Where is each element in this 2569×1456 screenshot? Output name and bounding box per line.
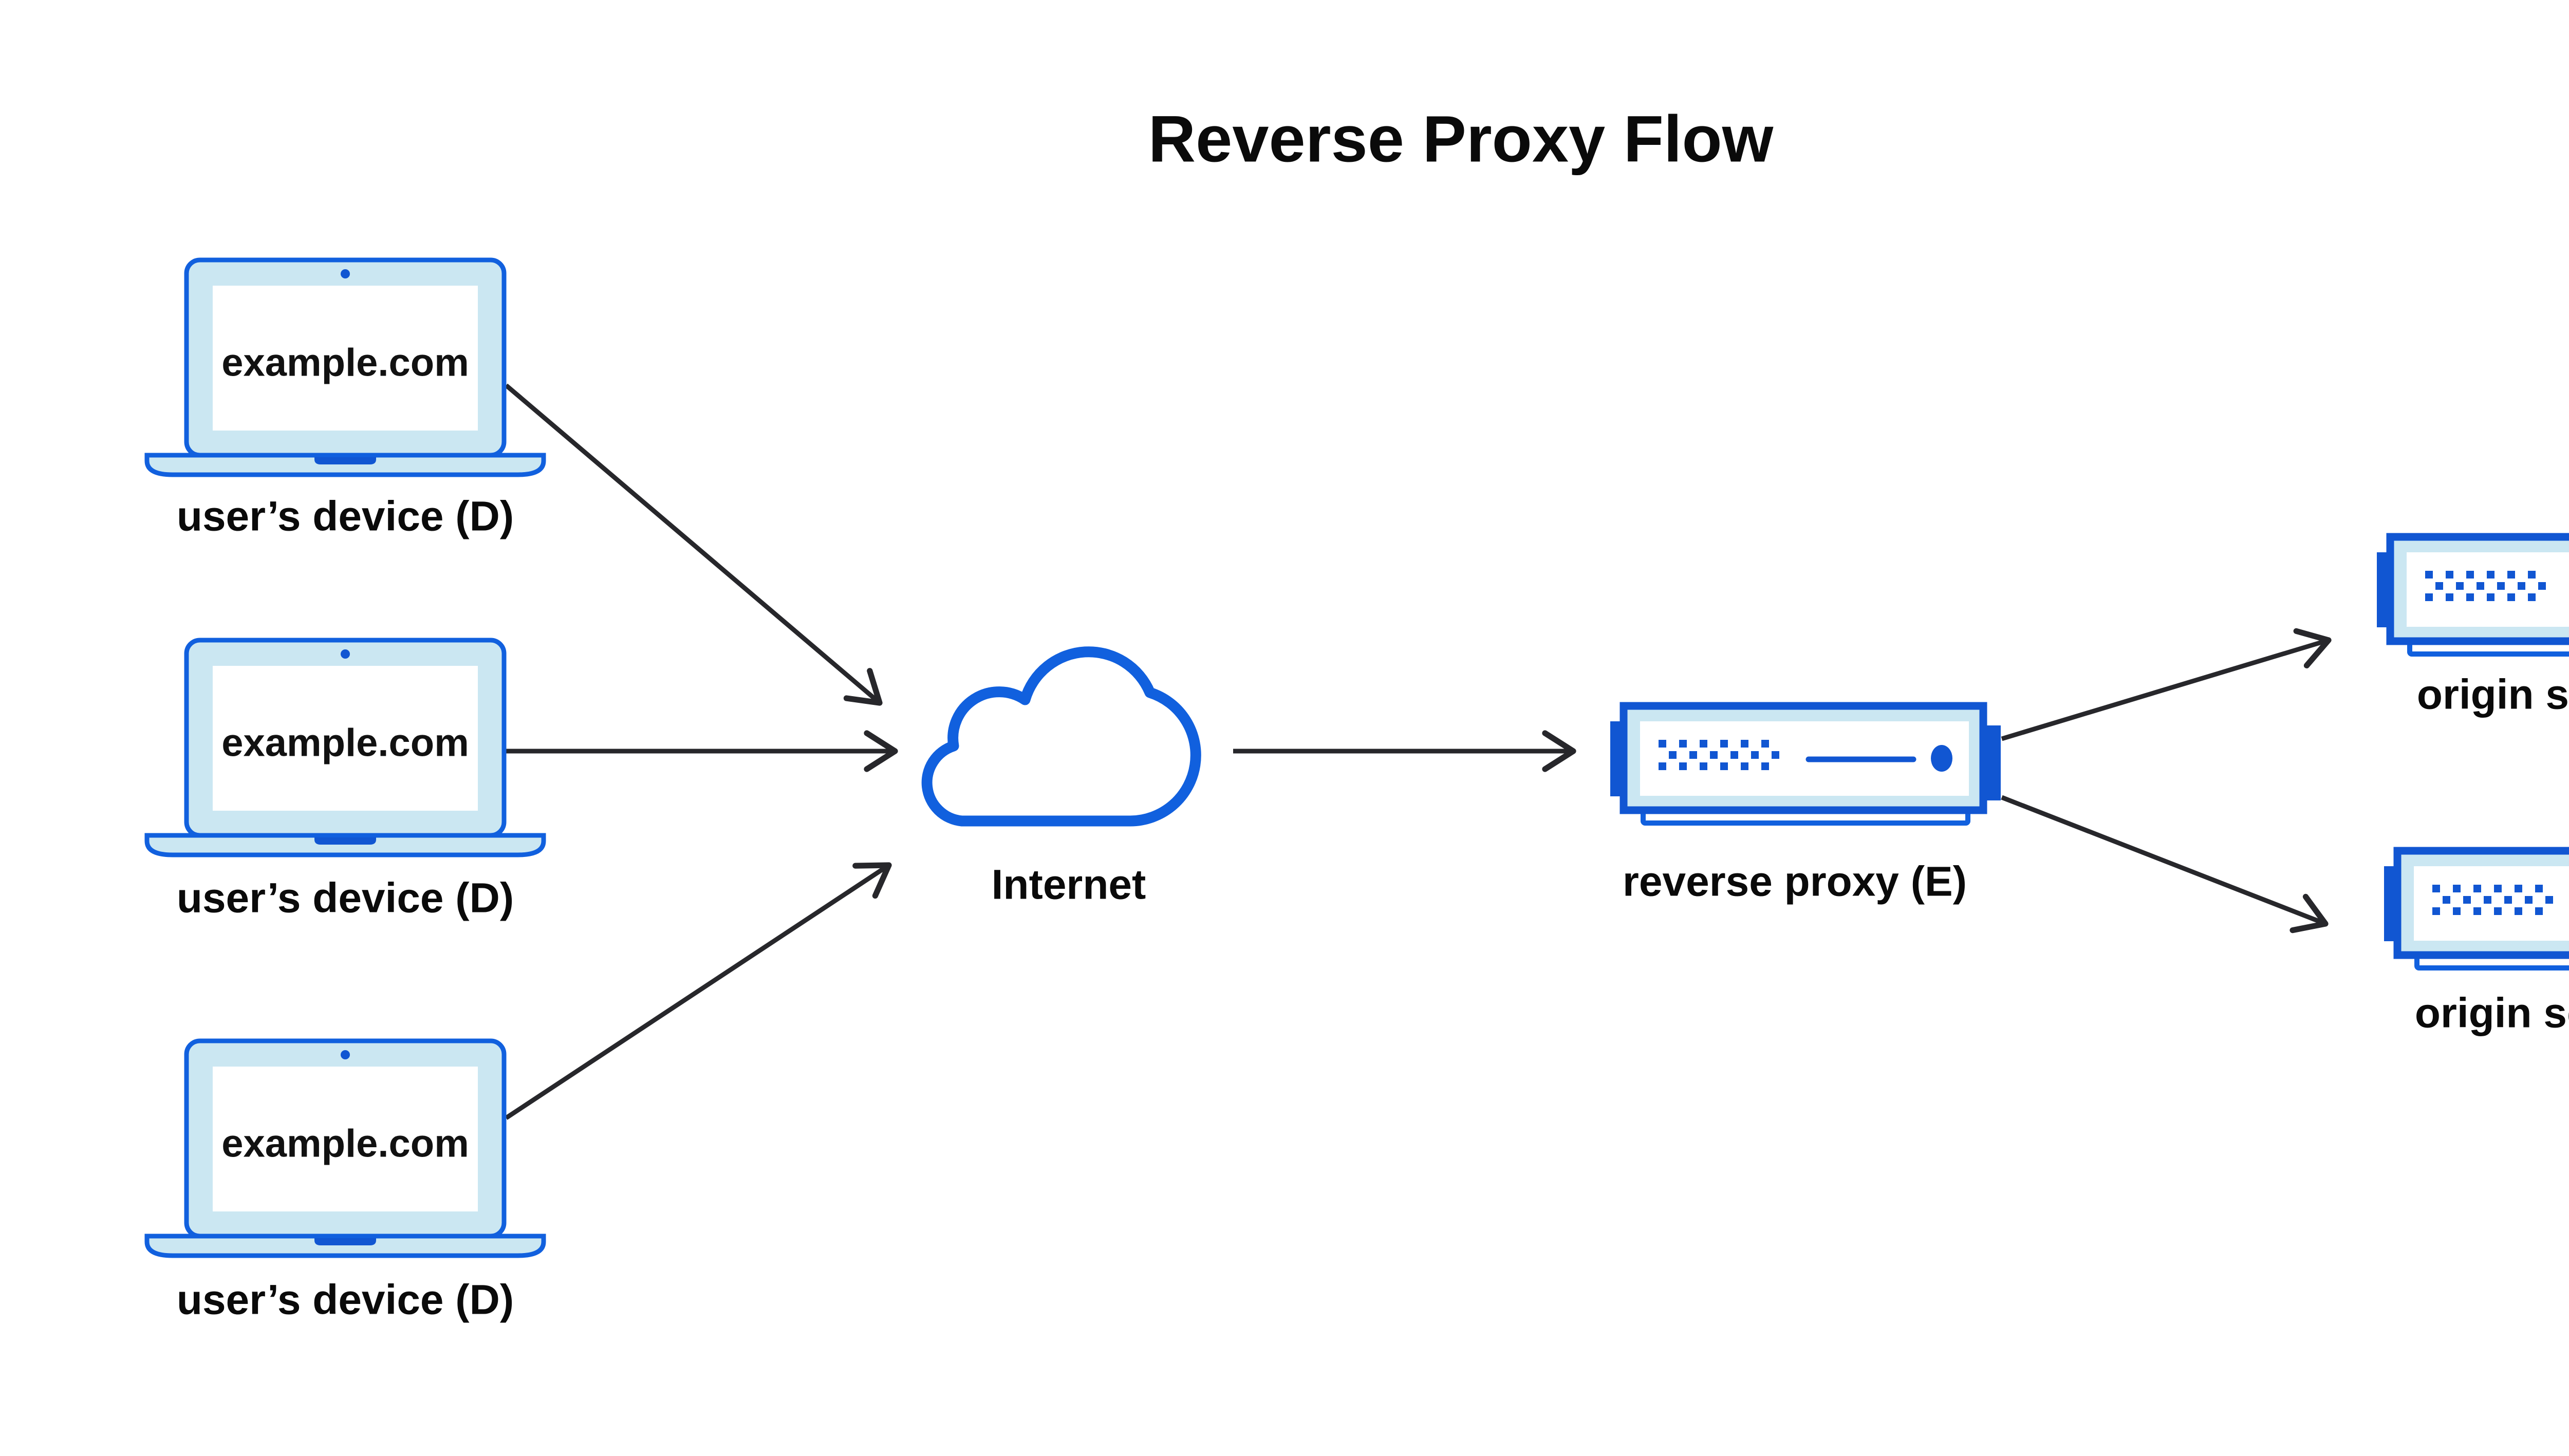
page-title: Reverse Proxy Flow — [1148, 103, 1774, 176]
node-reverse-proxy: reverse proxy (E) — [1610, 706, 2001, 905]
node-origin-server-2: origin server (F) — [2384, 851, 2569, 1037]
reverse-proxy-label: reverse proxy (E) — [1623, 858, 1967, 905]
arrow-proxy-to-origin2 — [2001, 795, 2329, 934]
origin-server-label: origin server (F) — [2415, 990, 2569, 1037]
device-label: user’s device (D) — [177, 493, 514, 540]
arrow-device3-to-internet — [505, 862, 892, 1120]
server-icon — [1610, 706, 2001, 823]
flow-arrows — [505, 383, 2332, 1120]
node-user-device-3: example.com user’s device (D) — [147, 1041, 544, 1323]
device-screen-text: example.com — [221, 1122, 469, 1166]
origin-server-label: origin server (F) — [2417, 671, 2569, 718]
device-label: user’s device (D) — [177, 1277, 514, 1323]
cloud-icon — [921, 646, 1201, 827]
device-screen-text: example.com — [221, 721, 469, 765]
internet-label: Internet — [992, 862, 1146, 908]
arrow-proxy-to-origin1 — [2001, 628, 2332, 741]
node-origin-server-1: origin server (F) — [2377, 537, 2569, 718]
node-user-device-1: example.com user’s device (D) — [147, 260, 544, 540]
arrow-device1-to-internet — [505, 383, 883, 706]
node-user-device-2: example.com user’s device (D) — [147, 640, 544, 922]
server-icon — [2377, 537, 2569, 654]
device-label: user’s device (D) — [177, 875, 514, 922]
device-screen-text: example.com — [221, 341, 469, 385]
server-icon — [2384, 851, 2569, 968]
node-internet: Internet — [921, 646, 1201, 908]
